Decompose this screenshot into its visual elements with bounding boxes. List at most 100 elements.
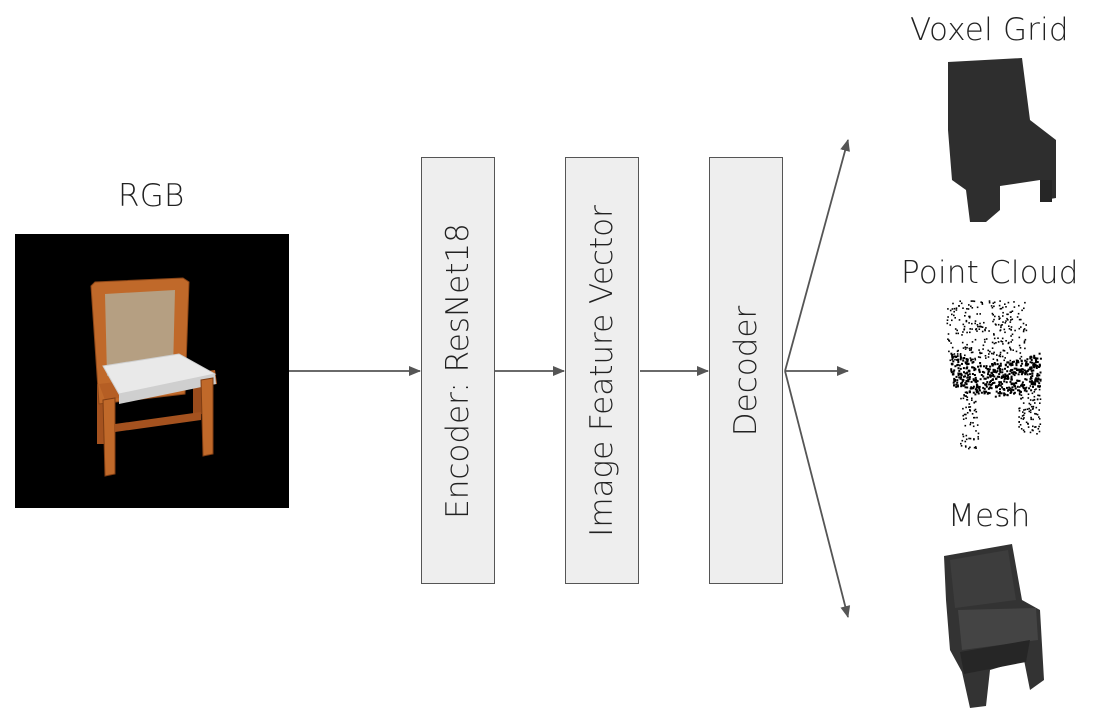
point-cloud-dot <box>968 437 970 440</box>
point-cloud-dot <box>1029 373 1032 376</box>
point-cloud-dot <box>966 346 968 349</box>
point-cloud-dot <box>1018 393 1021 396</box>
point-cloud-dot <box>1010 319 1012 321</box>
point-cloud-dot <box>949 359 952 362</box>
point-cloud-dot <box>954 365 957 368</box>
point-cloud-dot <box>1002 311 1004 314</box>
point-cloud-dot <box>998 366 1001 369</box>
point-cloud-dot <box>981 303 984 305</box>
point-cloud-dot <box>1030 366 1033 369</box>
point-cloud-dot <box>964 372 967 375</box>
point-cloud-dot <box>972 387 975 390</box>
point-cloud-dot <box>976 386 979 389</box>
point-cloud-dot <box>1033 391 1036 393</box>
point-cloud-dot <box>977 325 979 328</box>
point-cloud-dot <box>995 371 998 374</box>
point-cloud-dot <box>1019 390 1022 393</box>
point-cloud-dot <box>973 416 975 419</box>
point-cloud-dot <box>1011 318 1014 321</box>
point-cloud-dot <box>973 438 975 441</box>
point-cloud-dot <box>1033 362 1036 365</box>
point-cloud-dot <box>996 363 999 366</box>
point-cloud-dot <box>952 381 955 384</box>
point-cloud-dot <box>999 391 1001 393</box>
point-cloud-dot <box>966 386 969 389</box>
point-cloud-dot <box>1002 315 1004 317</box>
point-cloud-dot <box>1011 333 1014 336</box>
point-cloud-dot <box>1010 378 1013 381</box>
point-cloud-dot <box>1012 349 1014 351</box>
point-cloud-dot <box>975 386 978 389</box>
point-cloud-dot <box>983 377 986 380</box>
point-cloud-dot <box>995 390 998 393</box>
point-cloud-dot <box>1036 372 1039 375</box>
point-cloud-dot <box>965 417 967 420</box>
point-cloud-dot <box>991 306 994 309</box>
point-cloud-dot <box>991 312 994 315</box>
point-cloud-dot <box>973 300 976 303</box>
point-cloud-dot <box>1026 358 1029 361</box>
point-cloud-dot <box>988 368 991 371</box>
point-cloud-dot <box>1033 395 1036 398</box>
point-cloud-dot <box>959 358 962 361</box>
point-cloud-dot <box>961 362 963 365</box>
point-cloud-dot <box>1007 342 1010 345</box>
point-cloud-dot <box>949 309 952 312</box>
point-cloud-dot <box>949 324 951 326</box>
point-cloud-dot <box>985 384 988 387</box>
point-cloud-dot <box>1030 377 1033 380</box>
point-cloud-dot <box>951 358 954 361</box>
point-cloud-dot <box>1024 388 1027 390</box>
point-cloud-dot <box>1039 379 1042 382</box>
point-cloud-dot <box>953 384 955 387</box>
point-cloud-dot <box>993 381 996 384</box>
point-cloud-dot <box>962 323 965 326</box>
point-cloud-dot <box>1012 373 1015 375</box>
point-cloud-dot <box>958 376 961 379</box>
point-cloud-dot <box>969 406 972 408</box>
point-cloud-dot <box>998 364 1001 367</box>
point-cloud-dot <box>1027 368 1030 371</box>
point-cloud-dot <box>947 333 950 335</box>
point-cloud-dot <box>975 328 978 330</box>
point-cloud-dot <box>962 433 964 436</box>
point-cloud-dot <box>989 350 991 353</box>
point-cloud-dot <box>1032 369 1035 372</box>
point-cloud-dot <box>972 361 975 363</box>
point-cloud-dot <box>953 369 956 372</box>
point-cloud-dot <box>1000 392 1003 395</box>
point-cloud-dot <box>971 307 974 309</box>
point-cloud-dot <box>975 447 977 449</box>
decoder-block: Decoder <box>709 157 783 584</box>
voxel-grid-render <box>948 58 1056 222</box>
point-cloud-dot <box>1011 361 1014 363</box>
point-cloud-dot <box>995 342 997 344</box>
point-cloud-dot <box>1008 388 1011 391</box>
point-cloud-dot <box>960 442 962 445</box>
point-cloud-dot <box>992 374 995 376</box>
point-cloud-dot <box>991 341 994 344</box>
point-cloud-dot <box>1027 422 1029 425</box>
point-cloud-dot <box>962 367 965 370</box>
point-cloud-dot <box>1008 363 1011 366</box>
point-cloud-dot <box>1037 378 1040 381</box>
point-cloud-dot <box>953 307 956 310</box>
point-cloud-dot <box>1004 373 1007 376</box>
point-cloud-dot <box>1001 368 1004 371</box>
point-cloud-dot <box>1025 324 1027 326</box>
point-cloud-dot <box>983 371 986 374</box>
point-cloud-dot <box>1035 365 1038 368</box>
point-cloud-dot <box>1014 381 1017 384</box>
point-cloud-dot <box>1023 328 1026 330</box>
point-cloud-dot <box>1033 357 1036 359</box>
point-cloud-dot <box>1005 375 1008 377</box>
point-cloud-dot <box>1010 335 1012 337</box>
point-cloud-dot <box>997 341 1000 343</box>
point-cloud-dot <box>1004 363 1007 366</box>
point-cloud-dot <box>998 304 1001 307</box>
point-cloud-dot <box>964 395 967 397</box>
point-cloud-dot <box>955 375 958 378</box>
point-cloud-dot <box>970 358 973 361</box>
point-cloud-dot <box>982 348 984 350</box>
point-cloud-dot <box>1032 425 1034 428</box>
